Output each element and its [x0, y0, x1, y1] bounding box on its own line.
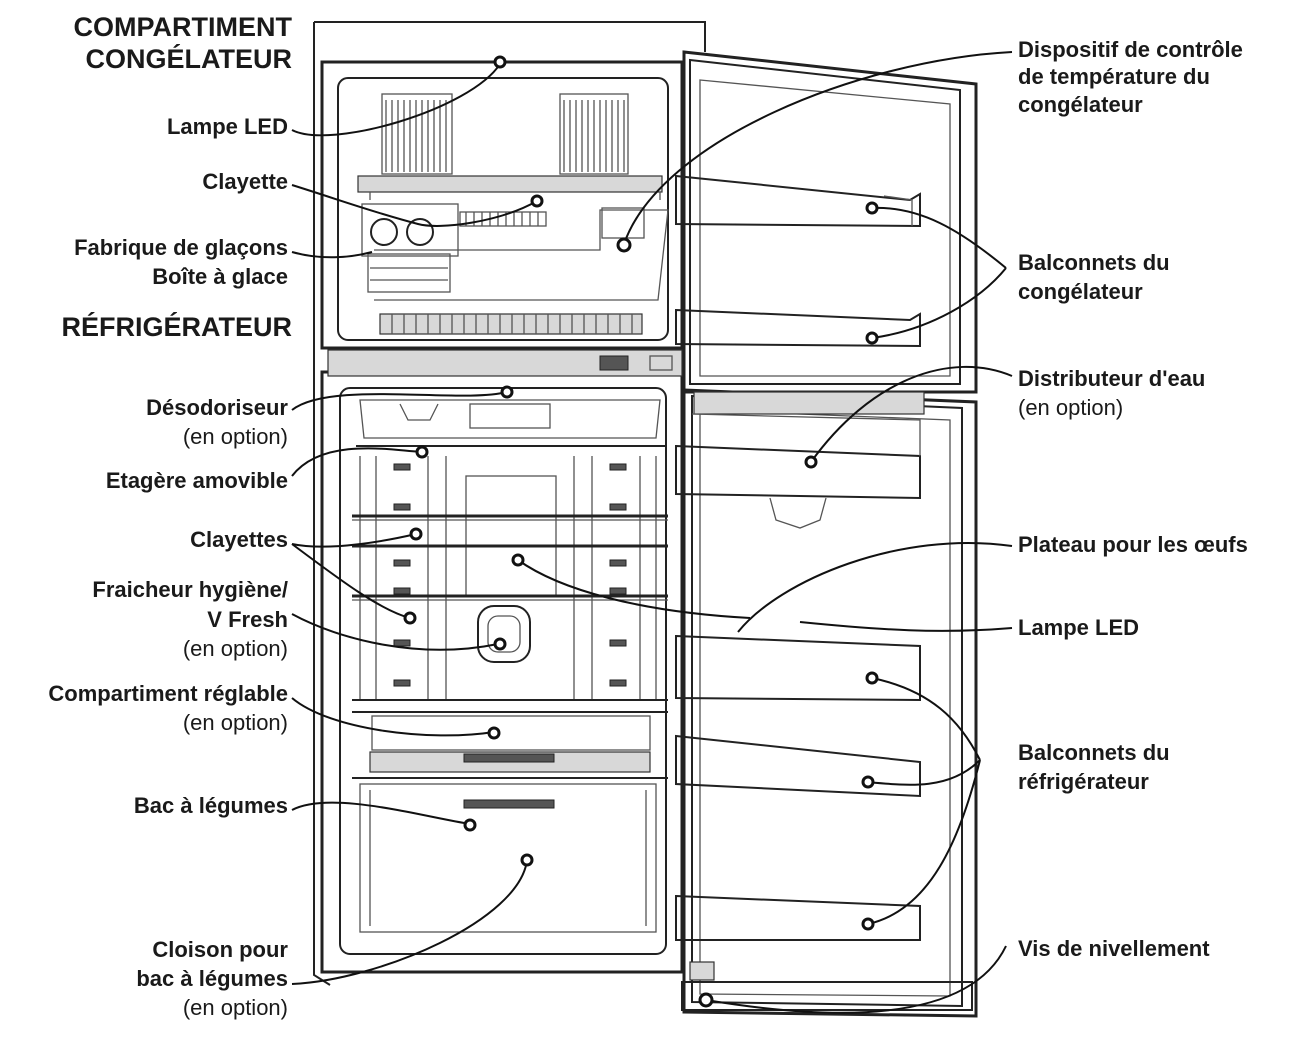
dot-compartiment — [487, 726, 501, 740]
dot-lampe-led-freezer — [493, 55, 507, 69]
label-distributeur: Distributeur d'eau — [1018, 366, 1205, 391]
label-lampe-led-freezer: Lampe LED — [167, 114, 288, 139]
label-vis: Vis de nivellement — [1018, 936, 1210, 961]
dot-desodoriseur — [500, 385, 514, 399]
headings: COMPARTIMENT CONGÉLATEUR RÉFRIGÉRATEUR — [61, 12, 292, 342]
label-cloison-line1: Cloison pour — [152, 937, 288, 962]
label-balconnets-cong-line1: Balconnets du — [1018, 250, 1170, 275]
dot-balconnet-cong-1 — [865, 201, 879, 215]
callout-dots — [403, 55, 879, 1008]
dot-cloison — [520, 853, 534, 867]
heading-fridge: RÉFRIGÉRATEUR — [61, 311, 292, 342]
dot-fraicheur — [493, 637, 507, 651]
leader-lines — [291, 51, 1013, 1014]
dot-balconnet-refr-1 — [865, 671, 879, 685]
heading-freezer-line2: CONGÉLATEUR — [86, 43, 293, 74]
dot-lampe-led-fridge — [511, 553, 525, 567]
dot-etagere — [415, 445, 429, 459]
label-dispositif-line3: congélateur — [1018, 92, 1143, 117]
dot-bac — [463, 818, 477, 832]
label-compartiment-option: (en option) — [183, 710, 288, 735]
label-bac: Bac à légumes — [134, 793, 288, 818]
label-dispositif-line2: de température du — [1018, 64, 1210, 89]
label-fabrique-line2: Boîte à glace — [152, 264, 288, 289]
left-labels: Lampe LED Clayette Fabrique de glaçons B… — [48, 114, 288, 1020]
label-clayette: Clayette — [202, 169, 288, 194]
dot-clayettes-2 — [403, 611, 417, 625]
fridge-door — [675, 388, 978, 1018]
label-desodoriseur-option: (en option) — [183, 424, 288, 449]
label-plateau: Plateau pour les œufs — [1018, 532, 1248, 557]
label-lampe-led-fridge: Lampe LED — [1018, 615, 1139, 640]
label-balconnets-refr-line2: réfrigérateur — [1018, 769, 1149, 794]
label-fraicheur-line2: V Fresh — [207, 607, 288, 632]
label-cloison-option: (en option) — [183, 995, 288, 1020]
refrigerator-cabinet — [313, 21, 706, 986]
label-dispositif-line1: Dispositif de contrôle — [1018, 37, 1243, 62]
label-balconnets-refr-line1: Balconnets du — [1018, 740, 1170, 765]
right-labels: Dispositif de contrôle de température du… — [1018, 37, 1248, 961]
label-desodoriseur: Désodoriseur — [146, 395, 288, 420]
dot-clayette — [530, 194, 544, 208]
label-cloison-line2: bac à légumes — [136, 966, 288, 991]
dot-clayettes — [409, 527, 423, 541]
label-compartiment: Compartiment réglable — [48, 681, 288, 706]
dot-vis — [698, 992, 714, 1008]
label-fraicheur-option: (en option) — [183, 636, 288, 661]
label-etagere: Etagère amovible — [106, 468, 288, 493]
label-fraicheur-line1: Fraicheur hygiène/ — [92, 577, 288, 602]
freezer-duct-left — [381, 93, 453, 175]
dot-temperature-control — [616, 237, 632, 253]
dot-distributeur — [804, 455, 818, 469]
dot-balconnet-refr-2 — [861, 775, 875, 789]
freezer-door — [675, 50, 978, 394]
fridge-interior — [352, 399, 668, 933]
freezer-duct-right — [559, 93, 629, 175]
label-balconnets-cong-line2: congélateur — [1018, 279, 1143, 304]
heading-freezer-line1: COMPARTIMENT — [74, 12, 293, 42]
label-fabrique-line1: Fabrique de glaçons — [74, 235, 288, 260]
freezer-interior — [357, 93, 669, 335]
dot-balconnet-refr-3 — [861, 917, 875, 931]
dot-balconnet-cong-2 — [865, 331, 879, 345]
label-clayettes: Clayettes — [190, 527, 288, 552]
label-distributeur-option: (en option) — [1018, 395, 1123, 420]
